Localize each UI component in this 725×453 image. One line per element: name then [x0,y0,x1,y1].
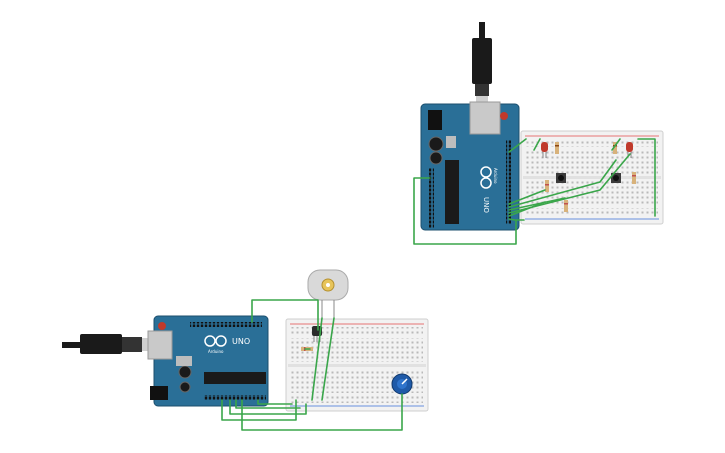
usb-cable-icon[interactable] [472,22,492,106]
breadboard-bottom[interactable] [285,318,429,412]
resistor-icon[interactable] [555,142,559,154]
pushbutton-icon[interactable] [611,173,621,183]
board-logo-text: UNO [482,197,490,213]
pushbutton-icon[interactable] [556,173,566,183]
bottom-circuit: UNO Arduino [62,269,429,431]
wires-top[interactable] [413,138,656,245]
arduino-board-top[interactable]: UNO Arduino [420,101,520,231]
led-icon[interactable] [541,142,548,158]
resistor-icon[interactable] [564,200,568,212]
motor-icon[interactable] [307,269,349,318]
arduino-logo-icon [480,166,492,189]
wires-bottom[interactable] [221,299,403,431]
resistor-icon[interactable] [545,180,549,192]
breadboard-top[interactable] [520,130,664,225]
resistor-icon[interactable] [632,172,636,184]
board-brand-text: Arduino [493,168,498,184]
potentiometer-icon[interactable] [391,373,413,395]
board-brand-text: Arduino [208,349,224,354]
top-circuit: UNO Arduino [413,22,664,245]
arduino-board-bottom[interactable]: UNO Arduino [147,315,269,407]
usb-cable-icon[interactable] [62,334,158,354]
board-logo-text: UNO [232,337,250,346]
arduino-logo-icon [204,335,227,347]
